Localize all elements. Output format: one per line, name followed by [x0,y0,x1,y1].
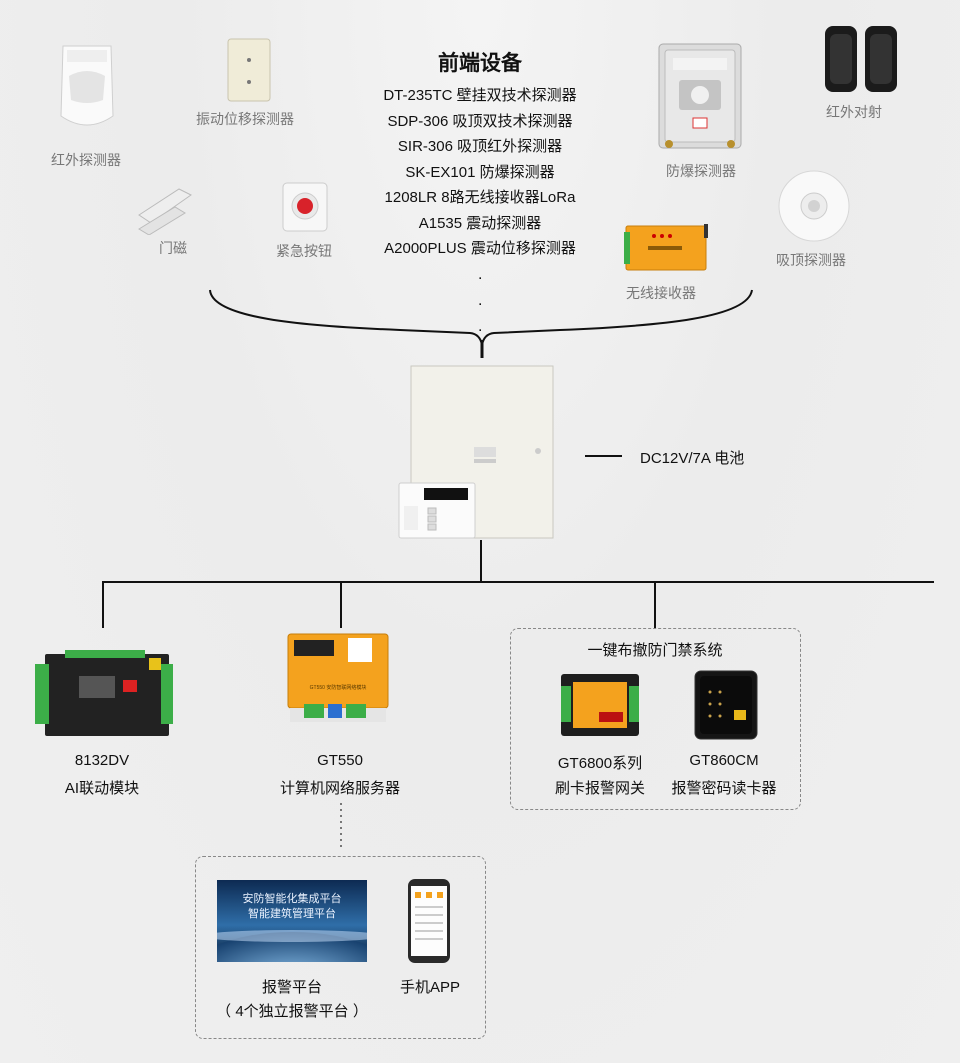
explosion-detector [655,40,745,152]
screen-title-2: 智能建筑管理平台 [248,908,336,920]
infrared-detector-image [60,45,114,126]
gt860cm-desc: 报警密码读卡器 [671,780,777,797]
front-ellipsis-3: . [478,318,483,335]
door-contact-image [138,188,192,236]
battery-label: DC12V/7A 电池 [640,450,745,467]
keypad-image [398,482,476,539]
screen-title-1: 安防智能化集成平台 [242,893,342,905]
module-gt550-image [287,633,389,722]
infrared-detector [57,42,117,134]
gt860cm-name: GT860CM [689,752,759,769]
module-8132dv [35,650,173,740]
module-gt550 [286,632,390,726]
ceiling-detector-label: 吸顶探测器 [776,252,846,268]
front-item: SIR-306 吸顶红外探测器 [397,138,563,155]
module-8132dv-desc: AI联动模块 [64,780,140,797]
front-equipment-title: 前端设备 [438,52,522,75]
mobile-phone-image [408,879,450,963]
alarm-platform-image [217,880,367,962]
gt550-tag: GT550 安防智联网络模块 [309,685,367,691]
ceiling-detector [778,170,850,242]
vibration-detector [227,38,271,102]
door-contact [135,185,195,236]
ceiling-detector-image [778,170,850,242]
front-item: A2000PLUS 震动位移探测器 [384,240,576,257]
infrared-detector-label: 红外探测器 [51,152,121,168]
front-item: SK-EX101 防爆探测器 [405,163,555,181]
explosion-detector-label: 防爆探测器 [666,163,736,179]
gt860cm-device [694,670,758,740]
wireless-receiver-label: 无线接收器 [626,285,696,301]
gt6800-desc: 刷卡报警网关 [554,780,645,797]
module-gt550-name: GT550 [317,752,363,769]
front-equipment-list: 前端设备 DT-235TC 壁挂双技术探测器 SDP-306 吸顶双技术探测器 … [340,47,620,262]
infrared-beam-image [825,26,897,92]
infrared-beam-label: 红外对射 [826,104,882,120]
alarm-platform-label: 报警平台 [261,979,322,996]
explosion-detector-image [658,43,742,149]
panic-button [282,182,328,232]
panic-button-label: 紧急按钮 [276,243,332,259]
access-control-title: 一键布撤防门禁系统 [587,642,723,659]
front-item: 1208LR 8路无线接收器LoRa [384,189,576,206]
mobile-phone [407,878,451,964]
front-item: A1535 震动探测器 [418,214,542,232]
keypad [398,482,476,539]
gt6800-name: GT6800系列 [557,755,643,772]
vibration-detector-label: 振动位移探测器 [196,111,294,127]
module-8132dv-image [35,650,173,736]
front-ellipsis-2: . [478,292,483,309]
platform-group [195,856,486,1039]
access-control-group [510,628,801,810]
vibration-detector-image [227,38,271,102]
alarm-platform-note: （ 4个独立报警平台 ） [216,1003,368,1020]
front-item: DT-235TC 壁挂双技术探测器 [383,87,577,104]
module-8132dv-name: 8132DV [74,752,130,769]
infrared-beam [822,24,900,94]
door-contact-label: 门磁 [159,240,187,256]
front-ellipsis-1: . [478,266,483,283]
wireless-receiver [624,222,710,272]
panic-button-image [282,182,328,232]
wireless-receiver-image [624,224,708,271]
alarm-platform-screen: 安防智能化集成平台 智能建筑管理平台 [217,880,367,962]
gt6800-image [561,674,639,736]
front-item: SDP-306 吸顶双技术探测器 [387,112,573,130]
gt6800-device [559,672,641,738]
gt860cm-image [694,670,758,740]
module-gt550-desc: 计算机网络服务器 [279,780,400,797]
mobile-app-label: 手机APP [399,979,460,996]
